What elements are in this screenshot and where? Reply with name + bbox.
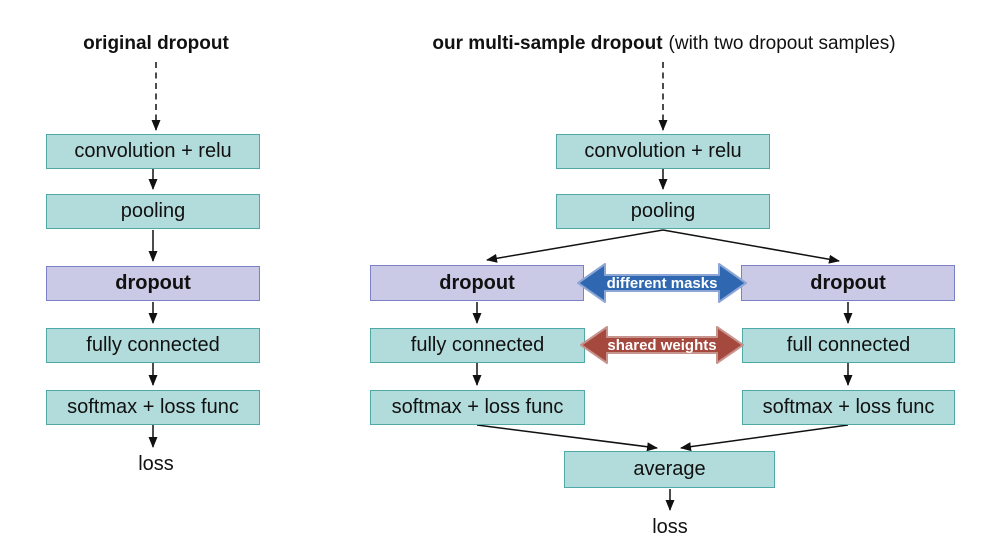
right-dropout-left-box: dropout — [370, 265, 584, 301]
shared-weights-connector: shared weights — [580, 326, 744, 364]
right-loss-label: loss — [652, 516, 688, 538]
left-loss-label: loss — [138, 453, 174, 475]
different-masks-connector: different masks — [577, 263, 747, 303]
left-softmax-box: softmax + loss func — [46, 390, 260, 425]
right-dropout-right-box: dropout — [741, 265, 955, 301]
left-conv-relu-box: convolution + relu — [46, 134, 260, 169]
right-split-right-arrow — [662, 229, 840, 264]
left-pooling-box: pooling — [46, 194, 260, 229]
shared-weights-label: shared weights — [607, 337, 716, 354]
right-fully-connected-left-box: fully connected — [370, 328, 585, 363]
different-masks-label: different masks — [607, 275, 718, 292]
right-panel-title-suffix: (with two dropout samples) — [668, 33, 896, 54]
different-masks-arrow-shape — [577, 263, 747, 303]
right-panel-title: our multi-sample dropout(with two dropou… — [340, 33, 988, 55]
left-panel-title: original dropout — [83, 33, 229, 54]
right-pooling-box: pooling — [556, 194, 770, 229]
right-average-box: average — [564, 451, 775, 488]
right-fully-connected-right-box: full connected — [742, 328, 955, 363]
shared-weights-arrow-shape — [580, 326, 744, 364]
left-dropout-box: dropout — [46, 266, 260, 301]
left-fully-connected-box: fully connected — [46, 328, 260, 363]
right-softmax-right-box: softmax + loss func — [742, 390, 955, 425]
right-conv-relu-box: convolution + relu — [556, 134, 770, 169]
right-softmax-left-box: softmax + loss func — [370, 390, 585, 425]
right-softmax-right-average-arrow — [680, 424, 849, 452]
right-panel-title-bold: our multi-sample dropout — [432, 33, 663, 54]
right-split-left-arrow — [486, 229, 664, 263]
right-softmax-left-average-arrow — [476, 424, 658, 452]
